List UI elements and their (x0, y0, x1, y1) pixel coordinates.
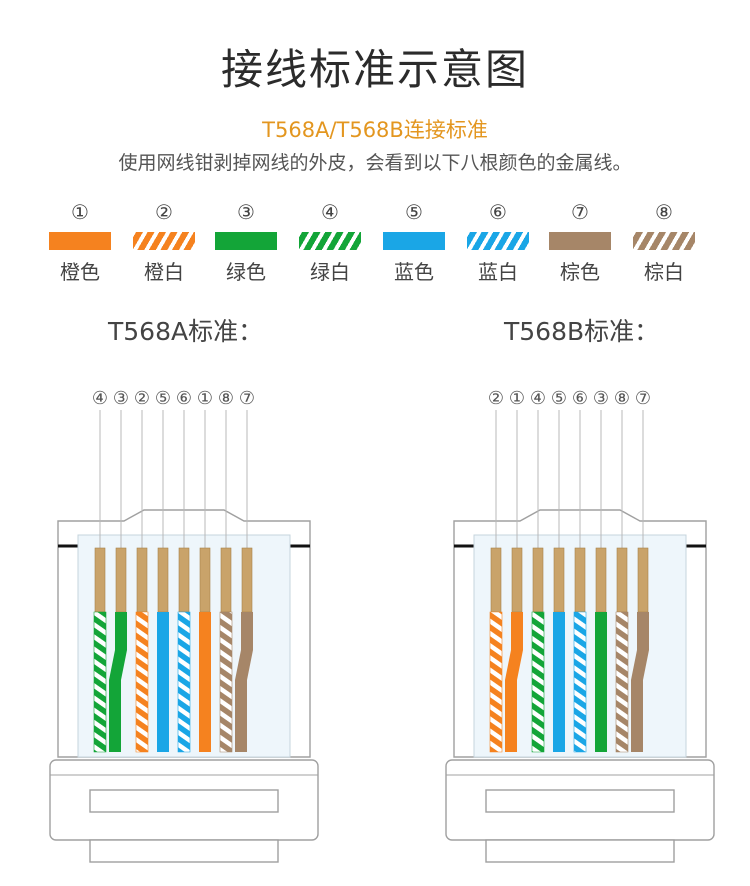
description-text: 使用网线钳剥掉网线的外皮，会看到以下八根颜色的金属线。 (118, 152, 632, 174)
wire-green-white (93, 611, 107, 753)
legend-item-7: ⑦ 棕色 (548, 198, 612, 285)
wire-green (595, 612, 607, 752)
legend-label: 蓝色 (394, 260, 434, 284)
wire-brown-white (219, 611, 233, 753)
legend-label: 绿色 (226, 260, 266, 284)
legend-swatch-brown-white (633, 232, 695, 250)
legend-swatch-green-white (299, 232, 361, 250)
gold-contact (241, 547, 253, 613)
gold-contact (532, 547, 544, 613)
legend-number: ① (71, 200, 89, 224)
wire-brown (235, 612, 253, 752)
t568a-title: T568A标准： (108, 317, 264, 346)
pin-number: ③ (113, 388, 129, 409)
pin-number: ⑦ (239, 388, 255, 409)
gold-contact (490, 547, 502, 613)
gold-contact (553, 547, 565, 613)
legend-label: 橙白 (144, 260, 184, 284)
plug-latch-slot (89, 789, 279, 813)
plug-latch (485, 839, 675, 863)
page-title: 接线标准示意图 (220, 45, 529, 94)
wire-orange (505, 612, 523, 752)
wire-orange (199, 612, 211, 752)
gold-contact (220, 547, 232, 613)
legend-swatch-orange (49, 232, 111, 250)
wire-blue (553, 612, 565, 752)
wire-orange-white (489, 611, 503, 753)
pin-number: ④ (92, 388, 108, 409)
wire-blue-white (573, 611, 587, 753)
legend-label: 橙色 (60, 260, 100, 284)
legend-swatch-blue (383, 232, 445, 250)
legend-swatch-blue-white (467, 232, 529, 250)
legend-item-3: ③ 绿色 (214, 198, 278, 285)
wire-brown-white (615, 611, 629, 753)
standards-subtitle: T568A/T568B连接标准 (262, 118, 488, 142)
legend-label: 蓝白 (478, 260, 518, 284)
wire-green-white (531, 611, 545, 753)
gold-contact (199, 547, 211, 613)
legend-item-5: ⑤ 蓝色 (382, 198, 446, 285)
gold-contact (595, 547, 607, 613)
gold-contact (574, 547, 586, 613)
wire-brown (631, 612, 649, 752)
t568b-title: T568B标准： (504, 317, 660, 346)
pin-number: ① (197, 388, 213, 409)
gold-contact (157, 547, 169, 613)
legend-number: ③ (237, 200, 255, 224)
pin-number: ④ (530, 388, 546, 409)
pin-number: ⑧ (218, 388, 234, 409)
pin-number: ⑥ (572, 388, 588, 409)
legend-item-1: ① 橙色 (48, 198, 112, 285)
legend-number: ④ (321, 200, 339, 224)
gold-contact (511, 547, 523, 613)
gold-contact (94, 547, 106, 613)
pin-number: ② (134, 388, 150, 409)
wire-blue (157, 612, 169, 752)
gold-contact (136, 547, 148, 613)
gold-contact (616, 547, 628, 613)
legend-item-2: ② 橙白 (132, 198, 196, 285)
legend-item-6: ⑥ 蓝白 (466, 198, 530, 285)
pin-number: ⑦ (635, 388, 651, 409)
wire-color-legend: ① 橙色 ② 橙白 ③ 绿色 ④ 绿白 ⑤ 蓝色 ⑥ 蓝白 ⑦ 棕色 ⑧ 棕白 (48, 198, 708, 288)
legend-label: 棕色 (560, 260, 600, 284)
gold-contact (637, 547, 649, 613)
pin-number: ⑥ (176, 388, 192, 409)
legend-label: 棕白 (644, 260, 684, 284)
plug-latch (89, 839, 279, 863)
gold-contact (115, 547, 127, 613)
pin-number: ② (488, 388, 504, 409)
pin-number: ⑤ (551, 388, 567, 409)
wire-blue-white (177, 611, 191, 753)
legend-number: ⑧ (655, 200, 673, 224)
pin-number: ⑤ (155, 388, 171, 409)
plug-latch-slot (485, 789, 675, 813)
legend-item-4: ④ 绿白 (298, 198, 362, 285)
legend-swatch-brown (549, 232, 611, 250)
legend-swatch-green (215, 232, 277, 250)
legend-label: 绿白 (310, 260, 350, 284)
legend-number: ⑥ (489, 200, 507, 224)
legend-swatch-orange-white (133, 232, 195, 250)
legend-item-8: ⑧ 棕白 (632, 198, 696, 285)
pin-number: ③ (593, 388, 609, 409)
wire-green (109, 612, 127, 752)
wire-orange-white (135, 611, 149, 753)
pin-number: ① (509, 388, 525, 409)
legend-number: ⑦ (571, 200, 589, 224)
pin-number: ⑧ (614, 388, 630, 409)
gold-contact (178, 547, 190, 613)
legend-number: ② (155, 200, 173, 224)
legend-number: ⑤ (405, 200, 423, 224)
